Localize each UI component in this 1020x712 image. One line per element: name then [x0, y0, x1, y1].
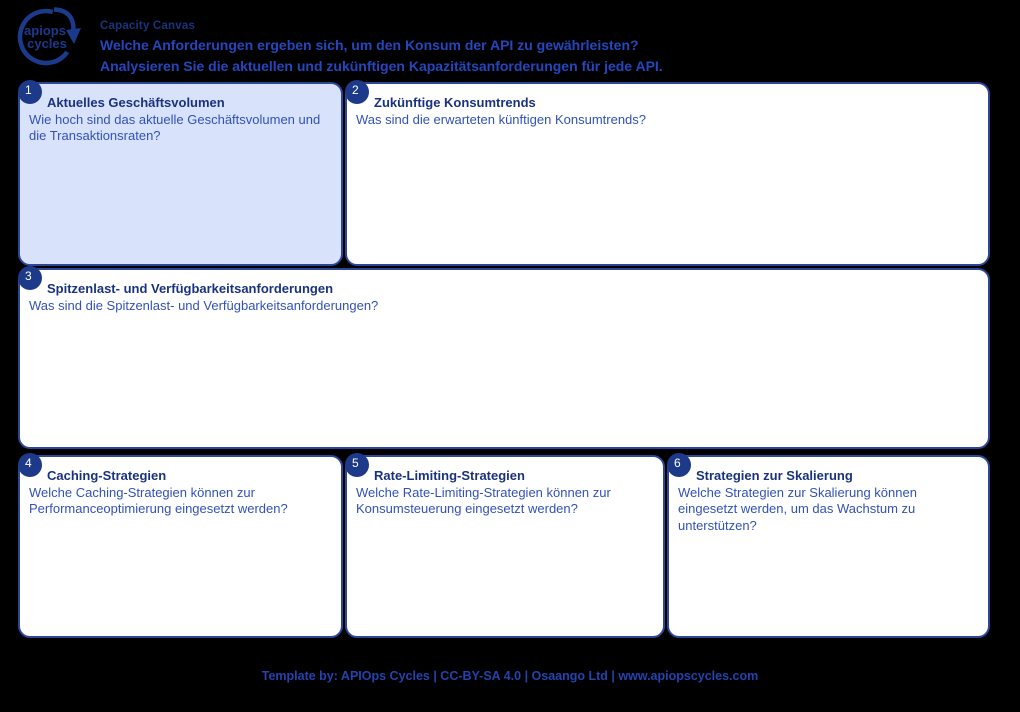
logo-text-line2: cycles: [27, 36, 67, 51]
section-3-number-badge: 3: [18, 266, 42, 290]
canvas-subtitle-line2: Analysieren Sie die aktuellen und zukünf…: [100, 58, 663, 74]
canvas-title: Capacity Canvas: [100, 20, 196, 32]
section-spitzenlast-verfuegbarkeit: 3 Spitzenlast- und Verfügbarkeitsanforde…: [18, 266, 990, 449]
section-3-title: Spitzenlast- und Verfügbarkeitsanforderu…: [47, 281, 334, 296]
section-rate-limiting-strategien: 5 Rate-Limiting-Strategien Welche Rate-L…: [345, 453, 665, 638]
section-caching-strategien: 4 Caching-Strategien Welche Caching-Stra…: [18, 453, 343, 638]
section-5-question: Welche Rate-Limiting-Strategien können z…: [356, 485, 611, 517]
section-zukuenftige-konsumtrends: 2 Zukünftige Konsumtrends Was sind die e…: [345, 80, 990, 266]
section-3-question: Was sind die Spitzenlast- und Verfügbark…: [29, 298, 379, 313]
section-6-number-badge: 6: [667, 453, 691, 477]
section-2-title: Zukünftige Konsumtrends: [374, 95, 536, 110]
section-strategien-zur-skalierung: 6 Strategien zur Skalierung Welche Strat…: [667, 453, 990, 638]
section-aktuelles-geschaeftsvolumen: 1 Aktuelles Geschäftsvolumen Wie hoch si…: [18, 80, 343, 266]
section-1-title: Aktuelles Geschäftsvolumen: [47, 95, 225, 110]
section-1-question: Wie hoch sind das aktuelle Geschäftsvolu…: [29, 112, 321, 144]
section-4-question: Welche Caching-Strategien können zur Per…: [29, 485, 288, 517]
logo-text-line1: apiops: [24, 23, 66, 38]
section-5-title: Rate-Limiting-Strategien: [374, 468, 525, 483]
logo-arrowhead-icon: [66, 28, 81, 44]
apiops-cycles-logo: apiops cycles: [17, 7, 81, 66]
section-2-question: Was sind die erwarteten künftigen Konsum…: [356, 112, 647, 127]
section-5-number-badge: 5: [345, 453, 369, 477]
section-6-title: Strategien zur Skalierung: [696, 468, 853, 483]
section-6-question: Welche Strategien zur Skalierung können …: [678, 485, 917, 533]
section-2-number-badge: 2: [345, 80, 369, 104]
logo-arrow-curve: [53, 7, 76, 32]
logo-circle-arc: [17, 8, 70, 66]
template-credit: Template by: APIOps Cycles | CC-BY-SA 4.…: [261, 669, 759, 683]
section-1-number-badge: 1: [18, 80, 42, 104]
section-4-title: Caching-Strategien: [47, 468, 167, 483]
canvas-subtitle-line1: Welche Anforderungen ergeben sich, um de…: [100, 37, 639, 53]
section-4-number-badge: 4: [18, 453, 42, 477]
